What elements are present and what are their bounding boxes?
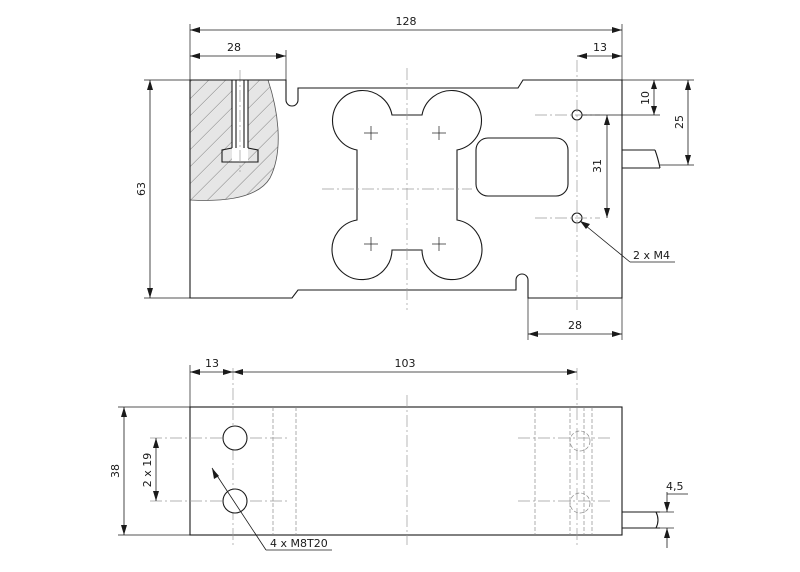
center-cutout (331, 89, 483, 281)
dim-13-side-text: 13 (205, 357, 219, 370)
gauge-pocket (475, 137, 569, 197)
dim-cable-offset: 25 (660, 80, 694, 166)
m8-hole-upper-right (569, 430, 591, 452)
dim-side-height: 38 (109, 406, 190, 536)
dim-31-text: 31 (591, 159, 604, 173)
dim-128-text: 128 (396, 15, 417, 28)
dim-10-text: 10 (639, 91, 652, 105)
dim-38-text: 38 (109, 464, 122, 478)
dim-4-5-text: 4,5 (666, 480, 684, 493)
dim-hole-offset-top: 10 (582, 79, 694, 116)
cutout-center-marks (364, 126, 446, 251)
side-view: 13 103 38 2 x 19 (109, 357, 688, 551)
dim-28-top-text: 28 (227, 41, 241, 54)
side-body (189, 406, 623, 536)
dim-left-section: 28 (190, 41, 287, 80)
dim-103-text: 103 (395, 357, 416, 370)
dim-2x19-text: 2 x 19 (141, 453, 154, 488)
dim-overall-length: 128 (189, 15, 623, 80)
dim-side-hole-spacing: 2 x 19 (141, 438, 159, 501)
dim-28-bottom-text: 28 (568, 319, 582, 332)
dim-63-text: 63 (135, 182, 148, 196)
dim-hole-span: 103 (233, 357, 577, 375)
callout-m4-text: 2 x M4 (633, 249, 670, 262)
top-view: 128 28 13 63 (135, 15, 694, 340)
dim-side-left-offset: 13 (189, 357, 233, 407)
cable-side (622, 511, 660, 529)
m8-hole-upper-left (222, 425, 248, 451)
dim-13-top-text: 13 (593, 41, 607, 54)
dim-height: 63 (135, 79, 190, 299)
cable-top (622, 149, 661, 169)
dim-bottom-right: 28 (527, 298, 623, 340)
callout-m8-text: 4 x M8T20 (270, 537, 328, 550)
dim-right-offset: 13 (577, 41, 622, 59)
callout-m8: 4 x M8T20 (211, 467, 332, 551)
m8-hole-lower-right (569, 492, 591, 514)
dim-25-text: 25 (673, 115, 686, 129)
m8-hole-lower-left (222, 488, 248, 514)
tapped-hole-section (221, 70, 259, 172)
dim-cable-dia: 4,5 (660, 480, 688, 548)
dim-hole-spacing: 31 (591, 115, 610, 218)
callout-m4: 2 x M4 (579, 220, 675, 263)
